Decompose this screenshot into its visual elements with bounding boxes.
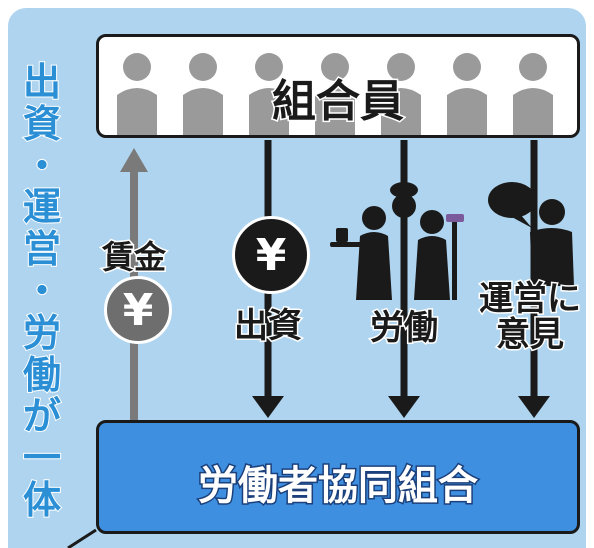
- waiter-body-icon: [356, 232, 392, 300]
- management-label: 運営に 意見: [474, 279, 586, 355]
- cleaner-body-icon: [414, 236, 450, 300]
- broom-handle-icon: [452, 220, 457, 300]
- title-char: 労: [22, 310, 62, 355]
- speech-bubble-icon: [488, 182, 536, 218]
- management-label-line1: 運営に: [478, 279, 583, 319]
- member-silhouette-icon: [381, 53, 421, 135]
- title-char: 出: [22, 60, 62, 104]
- labor-label: 労働: [369, 307, 440, 350]
- tray-icon: [330, 242, 364, 247]
- labor-arrow-head: [388, 396, 420, 418]
- title-char: ・: [22, 268, 62, 313]
- investment-label: 出資: [233, 305, 304, 348]
- management-arrow-head: [518, 396, 550, 418]
- title-char: 体: [22, 477, 62, 522]
- pointer-line-icon: [67, 528, 97, 548]
- member-silhouette-icon: [249, 53, 289, 135]
- broom-head-icon: [446, 214, 464, 222]
- speaker-head-icon: [539, 199, 565, 225]
- title-char: が: [22, 394, 62, 439]
- cooperative-box: 労働者協同組合: [96, 420, 580, 534]
- members-box: 組合員: [96, 34, 580, 138]
- wage-arrow-head: [120, 148, 148, 172]
- title-char: 営: [22, 227, 62, 272]
- speaker-body-icon: [530, 228, 574, 286]
- member-silhouette-icon: [513, 53, 553, 135]
- title-char: 資: [22, 101, 62, 146]
- title-char: 働: [22, 352, 62, 397]
- member-silhouette-icon: [447, 53, 487, 135]
- vertical-title: 出 資 ・ 運 営 ・ 労 働 が 一 体: [14, 60, 70, 522]
- title-char: ・: [22, 143, 62, 188]
- member-silhouettes: [117, 53, 553, 135]
- cup-icon: [336, 228, 348, 242]
- yen-coin-icon: ¥: [104, 276, 172, 344]
- title-char: 運: [22, 185, 62, 230]
- member-silhouette-icon: [315, 53, 355, 135]
- member-silhouette-icon: [117, 53, 157, 135]
- cleaner-head-icon: [420, 210, 444, 234]
- speech-bubble-tail-icon: [510, 214, 532, 228]
- yen-coin-icon: ¥: [232, 216, 310, 294]
- cook-head-icon: [392, 194, 416, 218]
- management-label-line2: 意見: [495, 314, 566, 355]
- title-char: 一: [22, 436, 62, 481]
- member-silhouette-icon: [183, 53, 223, 135]
- cooperative-label: 労働者協同組合: [197, 462, 480, 511]
- speech-bubble-person-icon: [488, 182, 574, 286]
- cook-hat-icon: [390, 182, 418, 198]
- members-label: 組合員: [271, 75, 406, 129]
- investment-arrow-head: [252, 396, 284, 418]
- waiter-head-icon: [362, 206, 386, 230]
- workers-icon: [330, 182, 464, 300]
- wage-label: 賃金: [100, 237, 167, 278]
